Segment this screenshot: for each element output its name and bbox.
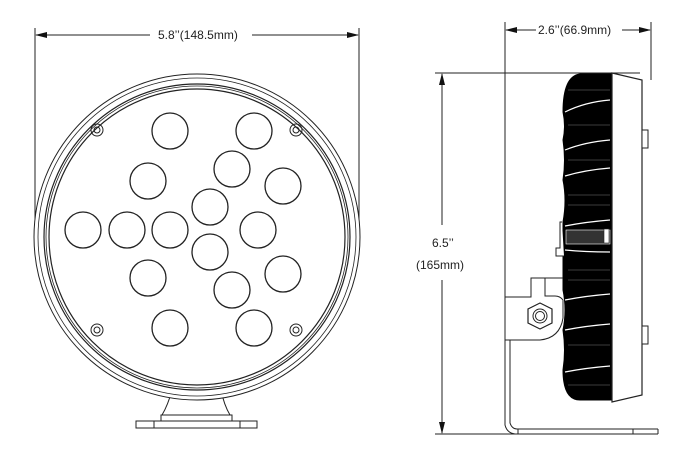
front-lens-plate <box>611 72 643 403</box>
front-view <box>33 28 361 429</box>
housing-outer-ring <box>33 73 361 401</box>
side-view <box>435 22 659 435</box>
width-dimension-label: 5.8’’(148.5mm) <box>156 28 240 42</box>
height-dimension-label-inch: 6.5’’ <box>430 236 456 250</box>
bolt-icon <box>527 302 553 330</box>
led-array <box>64 112 302 347</box>
depth-dimension-label: 2.6’’(66.9mm) <box>536 23 614 37</box>
lens-ring <box>48 88 346 386</box>
height-dimension-label-mm: (165mm) <box>414 258 467 272</box>
screw-icon <box>90 123 303 337</box>
